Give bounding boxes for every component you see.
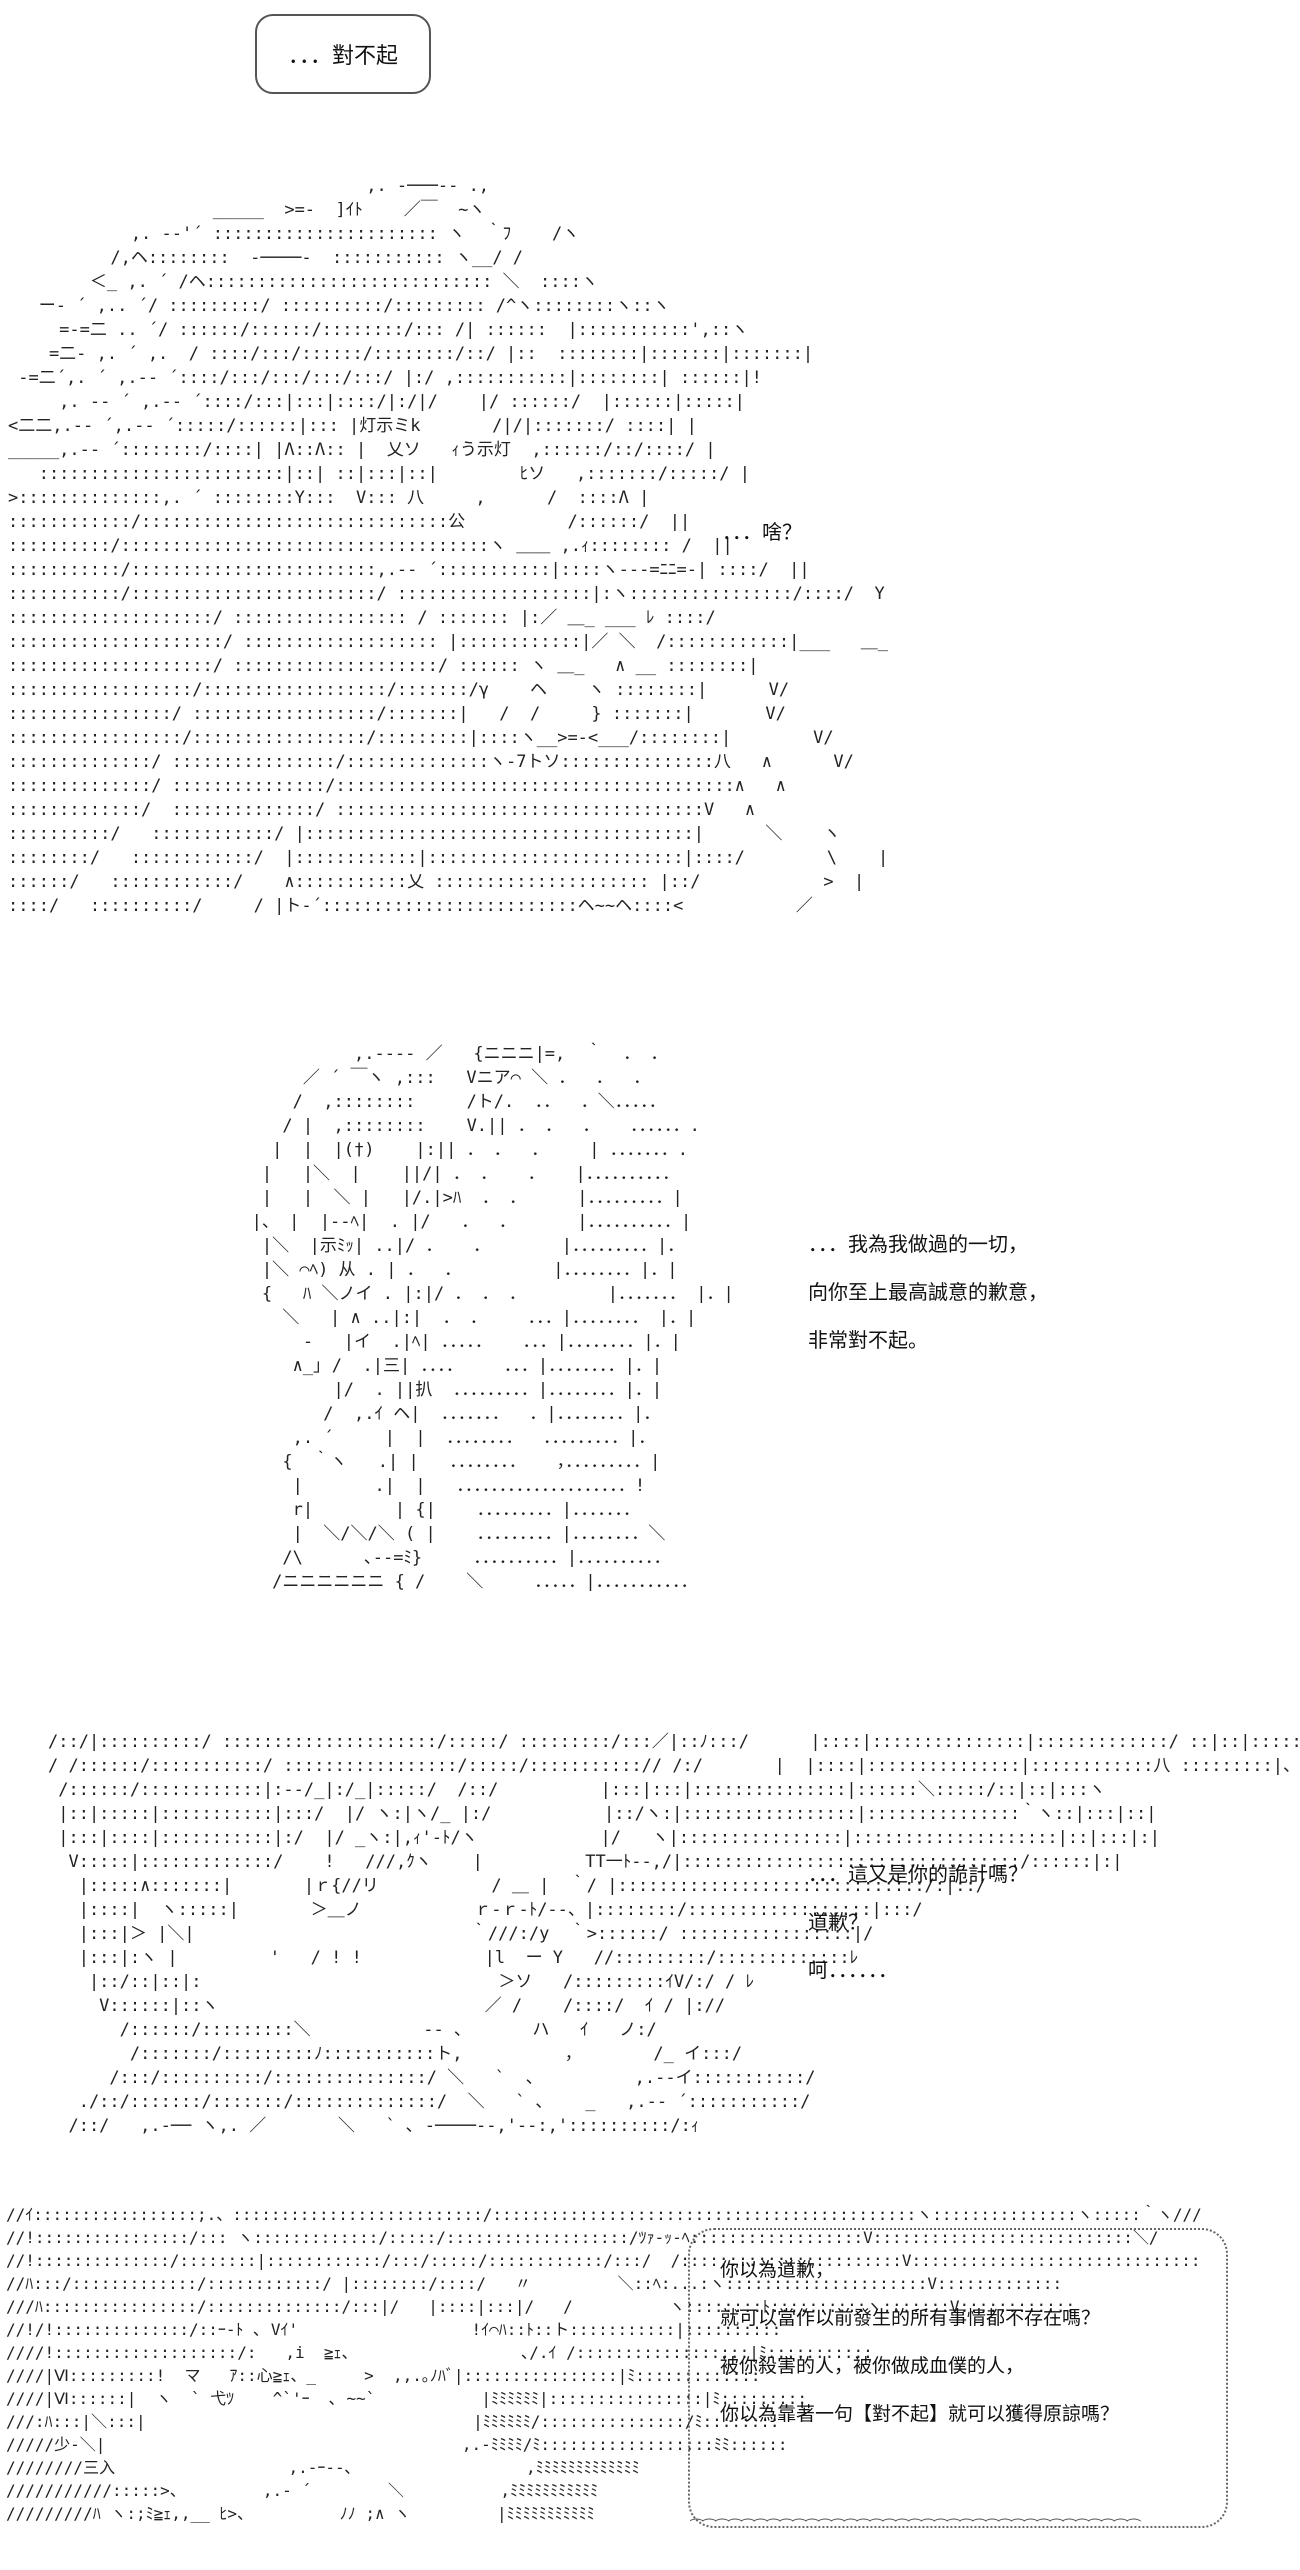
speech-line: 非常對不起。	[808, 1328, 928, 1352]
ascii-art-figure-4: //ｲ:::::::::::::::::;.、:::::::::::::::::…	[6, 2205, 1202, 2523]
ascii-art-figure-3: /::/|::::::::::/ :::::::::::::::::::::/:…	[48, 1732, 1300, 2136]
speech-line: 呵．．．．．．	[808, 1958, 898, 1982]
speech-line: ．．．這又是你的詭計嗎？	[808, 1862, 1028, 1886]
speech-text-3: ．．．這又是你的詭計嗎？ 道歉？ 呵．．．．．．	[808, 1850, 1028, 1994]
narration-line: 你以為道歉，	[720, 2259, 835, 2281]
panel-4: //ｲ:::::::::::::::::;.、:::::::::::::::::…	[0, 2170, 1300, 2570]
speech-bubble: ．．．對不起	[255, 14, 431, 94]
panel-1: ．．．對不起 ,. -───-- ., _____ >=- ]ｲﾄ ／￣ ~ヽ …	[0, 0, 1300, 1000]
ascii-art-figure-2: ,.---- ／ {ニニニ|=, ｀ ． ． ／ ´ ￣ヽ ,::: Vニア⌒ …	[251, 1044, 734, 1592]
speech-line: 道歉？	[808, 1910, 868, 1934]
speech-line: ．．．啥？	[722, 520, 802, 544]
speech-text-2: ．．．我為我做過的一切， 向你至上最高誠意的歉意， 非常對不起。	[808, 1220, 1048, 1364]
scallop-bottom-edge: ⁀⁀⁀⁀⁀⁀⁀⁀⁀⁀⁀⁀⁀⁀⁀⁀⁀⁀⁀⁀⁀⁀⁀⁀⁀⁀⁀⁀⁀⁀⁀⁀⁀⁀⁀	[690, 2518, 1141, 2532]
speech-text-1: ．．．啥？	[722, 508, 802, 556]
panel-2: ,.---- ／ {ニニニ|=, ｀ ． ． ／ ´ ￣ヽ ,::: Vニア⌒ …	[0, 1000, 1300, 1700]
narration-line: 被你殺害的人，被你做成血僕的人，	[720, 2355, 1025, 2377]
narration-line: 你以為靠著一句【對不起】就可以獲得原諒嗎？	[720, 2403, 1120, 2425]
panel-3: /::/|::::::::::/ :::::::::::::::::::::/:…	[0, 1700, 1300, 2170]
scallop-top-edge: ‿‿‿‿‿‿‿‿‿‿‿‿‿‿‿‿‿‿‿‿‿‿‿‿‿‿‿‿‿‿‿‿‿‿‿	[690, 2220, 1028, 2234]
speech-line: 向你至上最高誠意的歉意，	[808, 1280, 1048, 1304]
narration-box: ‿‿‿‿‿‿‿‿‿‿‿‿‿‿‿‿‿‿‿‿‿‿‿‿‿‿‿‿‿‿‿‿‿‿‿ 你以為道…	[688, 2220, 1228, 2532]
bubble-text: ．．．對不起	[287, 44, 398, 69]
speech-line: ．．．我為我做過的一切，	[808, 1232, 1028, 1256]
ascii-art-figure-1: ,. -───-- ., _____ >=- ]ｲﾄ ／￣ ~ヽ ,. -‐'´…	[8, 176, 889, 916]
narration-line: 就可以當作以前發生的所有事情都不存在嗎？	[720, 2307, 1101, 2329]
